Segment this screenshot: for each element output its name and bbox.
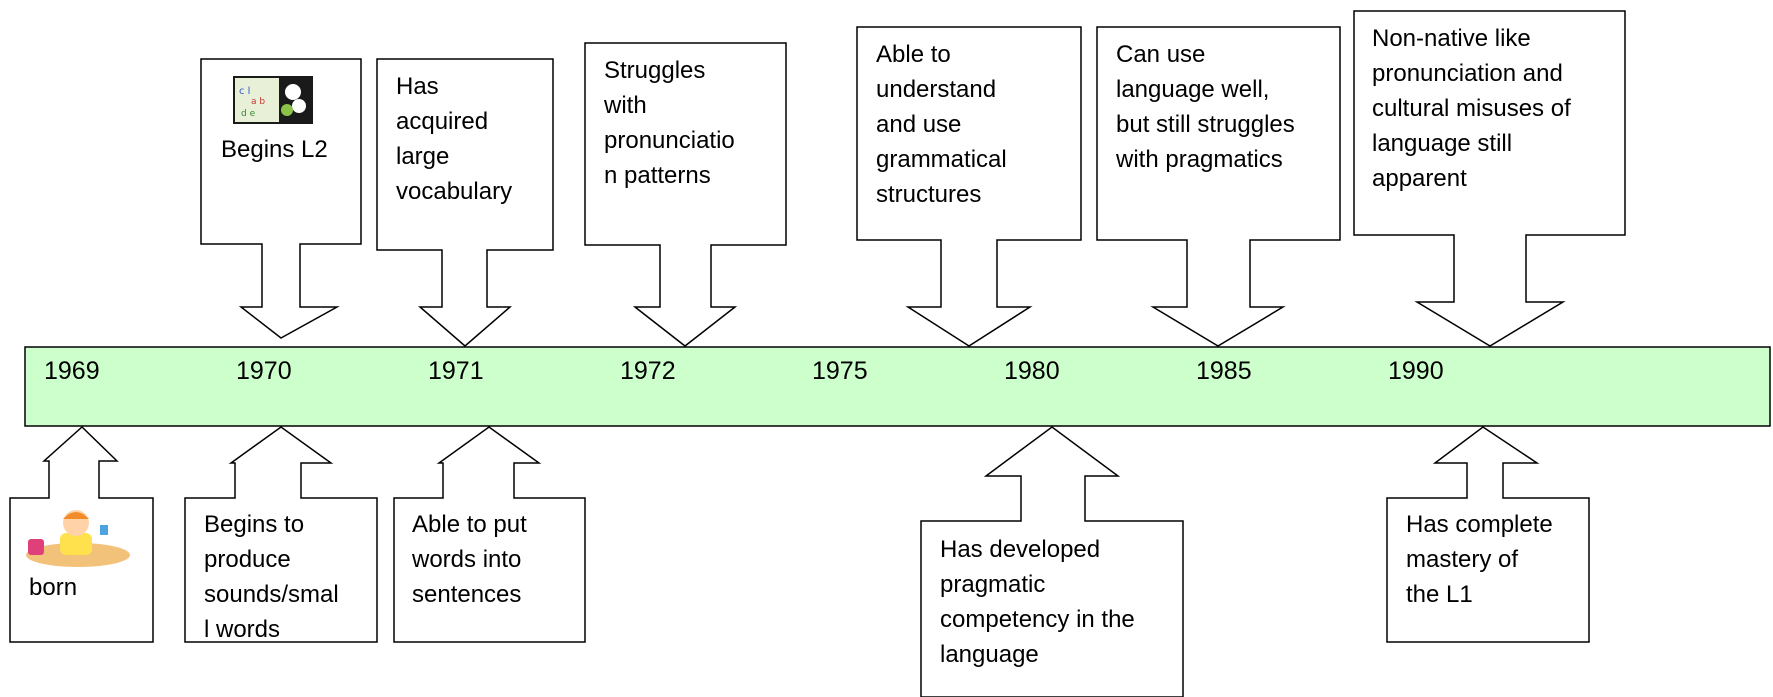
event-text: Able to put words into sentences: [412, 511, 527, 608]
callout-l1-sounds: [184, 426, 378, 643]
callout-l1-mastery: [1386, 426, 1590, 643]
year-label: 1980: [1004, 357, 1060, 385]
event-text: Has complete mastery of the L1: [1406, 511, 1553, 608]
callout-l2-pronunciation: [584, 42, 787, 347]
year-label: 1985: [1196, 357, 1252, 385]
event-text: Has developed pragmatic competency in th…: [940, 536, 1135, 668]
event-text: Able to understand and use grammatical s…: [876, 41, 1007, 208]
year-label: 1972: [620, 357, 676, 385]
event-text: Can use language well, but still struggl…: [1116, 41, 1295, 173]
event-text: Struggles with pronunciatio n patterns: [604, 57, 735, 189]
children-alphabet-books-icon: c l a b d e: [233, 76, 313, 124]
year-label: 1971: [428, 357, 484, 385]
callout-l2-grammar: [856, 26, 1082, 347]
event-text: Has acquired large vocabulary: [396, 73, 513, 205]
event-text: born: [29, 574, 78, 601]
svg-text:d e: d e: [241, 109, 256, 119]
year-label: 1969: [44, 357, 100, 385]
timeline-band: [24, 346, 1771, 427]
year-label: 1975: [812, 357, 868, 385]
baby-in-sandbox-icon: [26, 510, 130, 567]
callout-l2-nonnative: [1353, 10, 1626, 347]
callout-l1-pragmatic: [920, 426, 1184, 697]
callout-l2-pragmatics: [1096, 26, 1341, 347]
svg-text:c l: c l: [239, 86, 250, 97]
event-text: Begins L2: [221, 136, 328, 163]
year-label: 1970: [236, 357, 292, 385]
event-text: Non-native like pronunciation and cultur…: [1372, 25, 1571, 192]
callout-l2-vocabulary: [376, 58, 554, 347]
event-text: Begins to produce sounds/smal l words: [204, 511, 339, 643]
callout-l1-sentences: [393, 426, 586, 643]
year-label: 1990: [1388, 357, 1444, 385]
callout-l2-begins: [200, 58, 362, 339]
svg-text:a b: a b: [251, 97, 265, 107]
